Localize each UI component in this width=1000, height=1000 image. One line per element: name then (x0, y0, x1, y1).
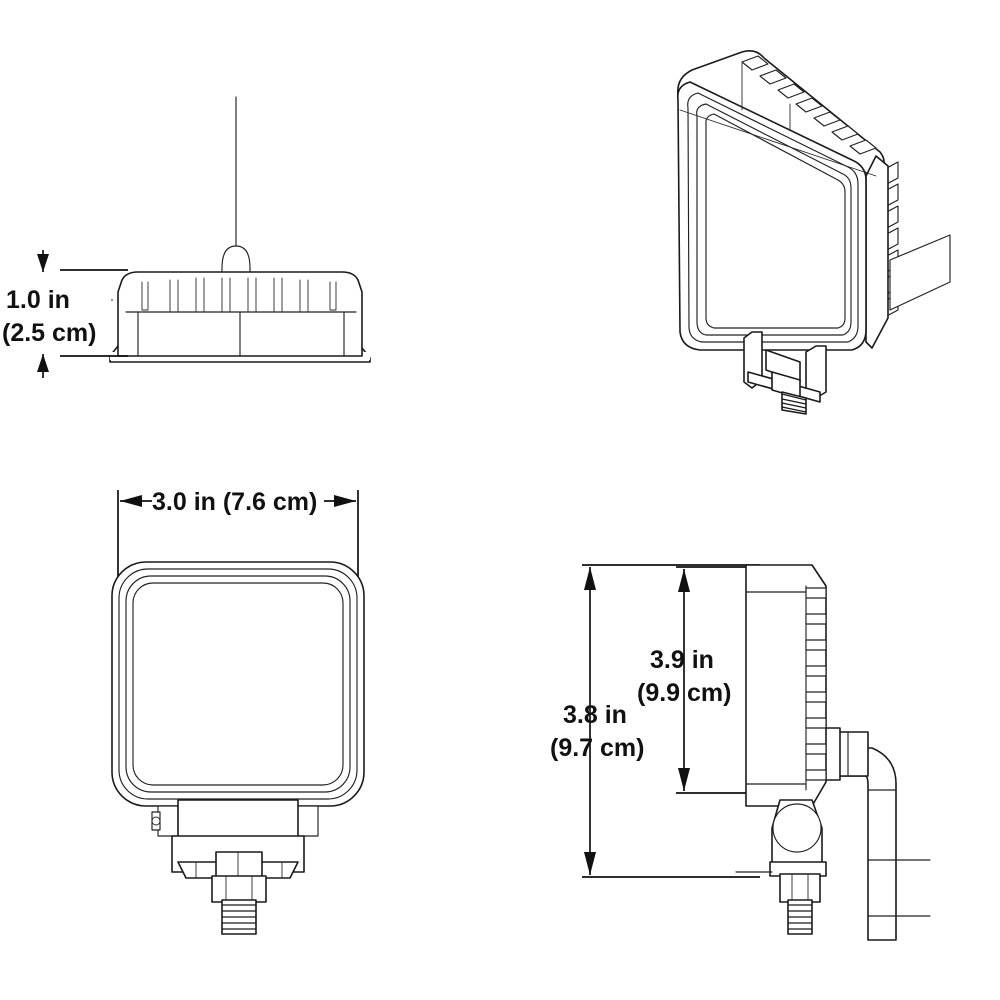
cable-tab-icon (889, 234, 951, 311)
side-pivot-boss-icon (772, 803, 822, 853)
side-conduit (837, 747, 897, 941)
dim-arrow-up-overall-icon (584, 567, 596, 590)
fin-icon (805, 717, 827, 729)
dim-arrow-down-overall-icon (584, 852, 596, 875)
side-view-group (735, 564, 931, 941)
side-hex-nut (779, 873, 821, 903)
dimension-overall-height: 3.8 in (9.7 cm) (550, 564, 760, 878)
side-cable-gland (837, 731, 869, 777)
side-conduit-seams (867, 789, 897, 917)
fin-icon (831, 125, 859, 141)
side-stud-threads-icon (788, 904, 812, 930)
dim-arrow-down-icon (37, 254, 49, 272)
dimension-label-overall-line2: (9.7 cm) (550, 734, 644, 762)
dimension-label-body-line1: 3.9 in (650, 646, 714, 674)
dim-arrow-left-icon (120, 495, 142, 507)
heat-sink-fins-side (805, 587, 827, 781)
dimension-label-overall-line1: 3.8 in (563, 701, 627, 729)
dimension-width: 3.0 in (7.6 cm) (117, 488, 359, 580)
iso-deck-front-edge (679, 109, 877, 177)
front-hex-nut (211, 875, 267, 903)
fin-icon (805, 639, 827, 651)
fin-icon (329, 281, 337, 311)
dim-arrow-up-icon (37, 354, 49, 372)
fin-icon (849, 139, 877, 155)
front-view-group (111, 561, 365, 935)
fin-icon (805, 769, 827, 781)
iso-stud-threads-icon (781, 393, 807, 413)
body-edge-lines (137, 311, 345, 357)
front-lens-face (132, 582, 344, 786)
fin-icon (741, 55, 769, 71)
front-bezel-ring-2 (125, 575, 351, 793)
iso-lens-face (705, 113, 846, 329)
side-bracket-base (769, 861, 827, 877)
iso-bezel-ring-1 (687, 92, 859, 343)
iso-bezel-ring-2 (696, 103, 852, 336)
fin-icon (141, 281, 149, 311)
dimension-label-body-line2: (9.9 cm) (637, 679, 731, 707)
fin-icon (813, 111, 841, 127)
heat-sink-fins-iso-top (741, 55, 877, 155)
front-skirt-edges (195, 861, 283, 879)
front-stud-threads-icon (222, 904, 256, 930)
dimension-height-depth: 1.0 in (2.5 cm) (2, 250, 128, 378)
dimension-label-width: 3.0 in (7.6 cm) (152, 488, 317, 516)
dimension-label-1-line2: (2.5 cm) (2, 319, 96, 347)
front-hex-nut-facets (225, 875, 253, 903)
iso-deck-seams (741, 61, 791, 131)
fin-icon (805, 665, 827, 677)
fin-icon (805, 587, 827, 599)
front-bolt-left-cap-icon (151, 811, 161, 831)
isometric-view-group (676, 50, 951, 415)
dim-arrow-right-icon (334, 495, 356, 507)
dimension-label-1-line1: 1.0 in (6, 286, 70, 314)
dim-arrow-up-body-icon (678, 569, 690, 592)
dimension-body-height: 3.9 in (9.9 cm) (637, 566, 760, 794)
fin-icon (805, 743, 827, 755)
side-hex-nut-facets (791, 873, 809, 903)
fin-icon (759, 69, 787, 85)
dim-arrow-down-body-icon (678, 768, 690, 791)
fin-icon (777, 83, 805, 99)
side-conduit-ext-lines (895, 859, 931, 917)
front-bezel-ring-1 (118, 568, 358, 800)
top-view-group (109, 96, 371, 363)
fin-icon (795, 97, 823, 113)
fin-icon (805, 613, 827, 625)
front-bolt-left-hole-icon (151, 816, 161, 826)
fin-icon (805, 691, 827, 703)
